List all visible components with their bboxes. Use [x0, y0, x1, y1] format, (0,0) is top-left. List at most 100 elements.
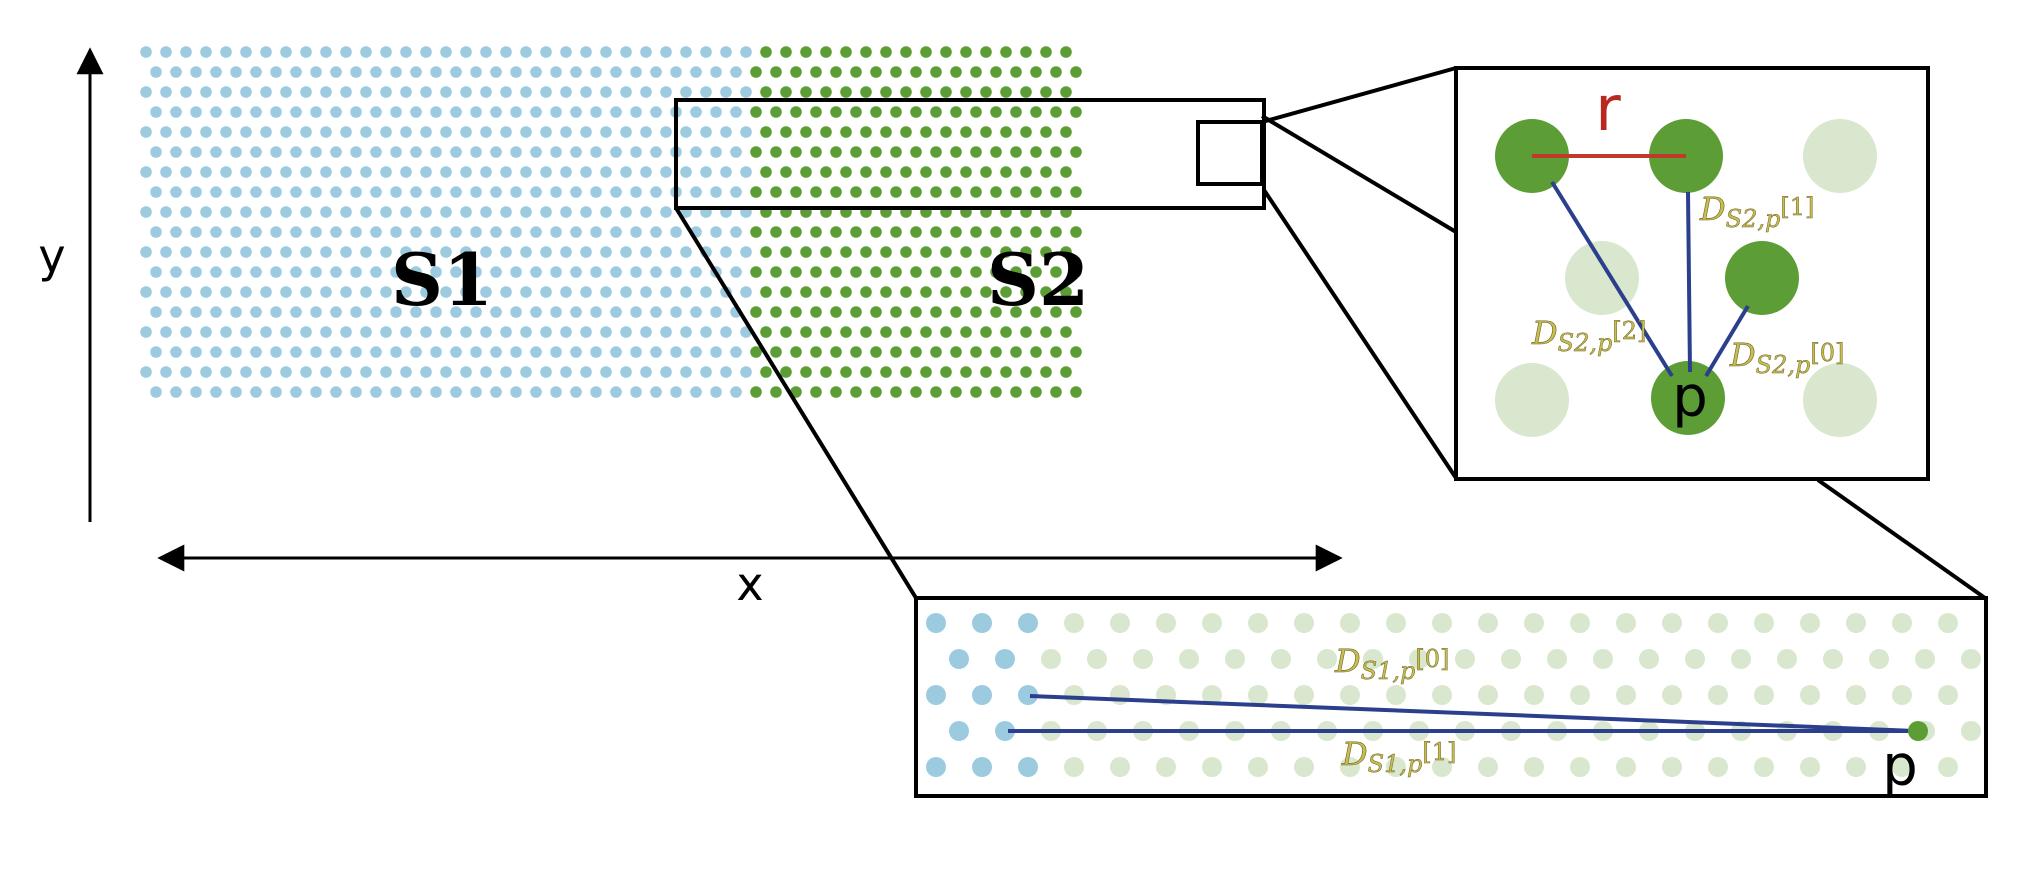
particle	[550, 386, 562, 398]
particle	[360, 86, 372, 98]
particle	[850, 186, 862, 198]
particle	[510, 146, 522, 158]
particle	[870, 66, 882, 78]
particle	[410, 186, 422, 198]
particle	[960, 46, 972, 58]
particle	[650, 226, 662, 238]
particle	[790, 346, 802, 358]
particle	[750, 266, 762, 278]
particle	[750, 106, 762, 118]
particle	[950, 186, 962, 198]
particle	[830, 266, 842, 278]
particle	[1000, 46, 1012, 58]
particle	[370, 226, 382, 238]
particle	[1060, 126, 1072, 138]
particle	[970, 66, 982, 78]
distance-label-s2-2: DS2,p[2]	[1531, 314, 1646, 357]
particle	[870, 266, 882, 278]
particle	[530, 66, 542, 78]
particle	[1010, 266, 1022, 278]
particle	[330, 106, 342, 118]
particle	[700, 86, 712, 98]
point-p-label: p	[1882, 734, 1918, 799]
particle	[460, 166, 472, 178]
particle	[990, 226, 1002, 238]
particle	[780, 86, 792, 98]
zoom-panel-strip-border	[914, 596, 1988, 798]
particle	[780, 286, 792, 298]
particle	[610, 226, 622, 238]
particle	[340, 286, 352, 298]
particle	[490, 146, 502, 158]
particle	[860, 126, 872, 138]
particle	[380, 86, 392, 98]
particle	[440, 166, 452, 178]
particle	[800, 126, 812, 138]
particle	[990, 346, 1002, 358]
particle	[1409, 649, 1429, 669]
particle	[790, 146, 802, 158]
particle	[640, 286, 652, 298]
particle	[340, 46, 352, 58]
particle	[1317, 649, 1337, 669]
particle	[1050, 306, 1062, 318]
particle	[350, 66, 362, 78]
particle	[320, 86, 332, 98]
particle	[850, 266, 862, 278]
particle	[700, 126, 712, 138]
particle	[770, 186, 782, 198]
neighbor-particle	[1725, 241, 1799, 315]
particle	[150, 226, 162, 238]
particle	[220, 366, 232, 378]
particle	[460, 286, 472, 298]
particle	[300, 86, 312, 98]
particle	[330, 386, 342, 398]
particle	[1060, 366, 1072, 378]
particle	[200, 46, 212, 58]
particle	[850, 66, 862, 78]
particle	[949, 649, 969, 669]
particle	[280, 246, 292, 258]
particle	[1110, 757, 1130, 777]
particle	[900, 286, 912, 298]
particle	[750, 186, 762, 198]
particle	[810, 386, 822, 398]
particle	[970, 306, 982, 318]
particle	[500, 206, 512, 218]
particle	[400, 326, 412, 338]
particle	[850, 226, 862, 238]
particle	[710, 386, 722, 398]
particle	[560, 126, 572, 138]
particle	[190, 266, 202, 278]
particle	[1363, 649, 1383, 669]
particle	[560, 246, 572, 258]
particle	[730, 106, 742, 118]
particle	[820, 166, 832, 178]
particle	[140, 86, 152, 98]
particle	[1915, 649, 1935, 669]
particle	[590, 186, 602, 198]
particle	[160, 206, 172, 218]
particle	[1020, 86, 1032, 98]
particle	[820, 126, 832, 138]
particle	[420, 206, 432, 218]
particle	[470, 346, 482, 358]
particle	[350, 306, 362, 318]
particle	[1800, 613, 1820, 633]
particle	[220, 166, 232, 178]
particle	[270, 226, 282, 238]
particle	[630, 66, 642, 78]
particle	[450, 386, 462, 398]
particle	[900, 86, 912, 98]
particle	[480, 246, 492, 258]
particle	[670, 66, 682, 78]
particle	[620, 366, 632, 378]
particle	[770, 66, 782, 78]
particle	[990, 66, 1002, 78]
particle	[280, 326, 292, 338]
particle	[950, 106, 962, 118]
particle	[580, 286, 592, 298]
particle	[1662, 685, 1682, 705]
particle	[680, 166, 692, 178]
particle	[150, 66, 162, 78]
